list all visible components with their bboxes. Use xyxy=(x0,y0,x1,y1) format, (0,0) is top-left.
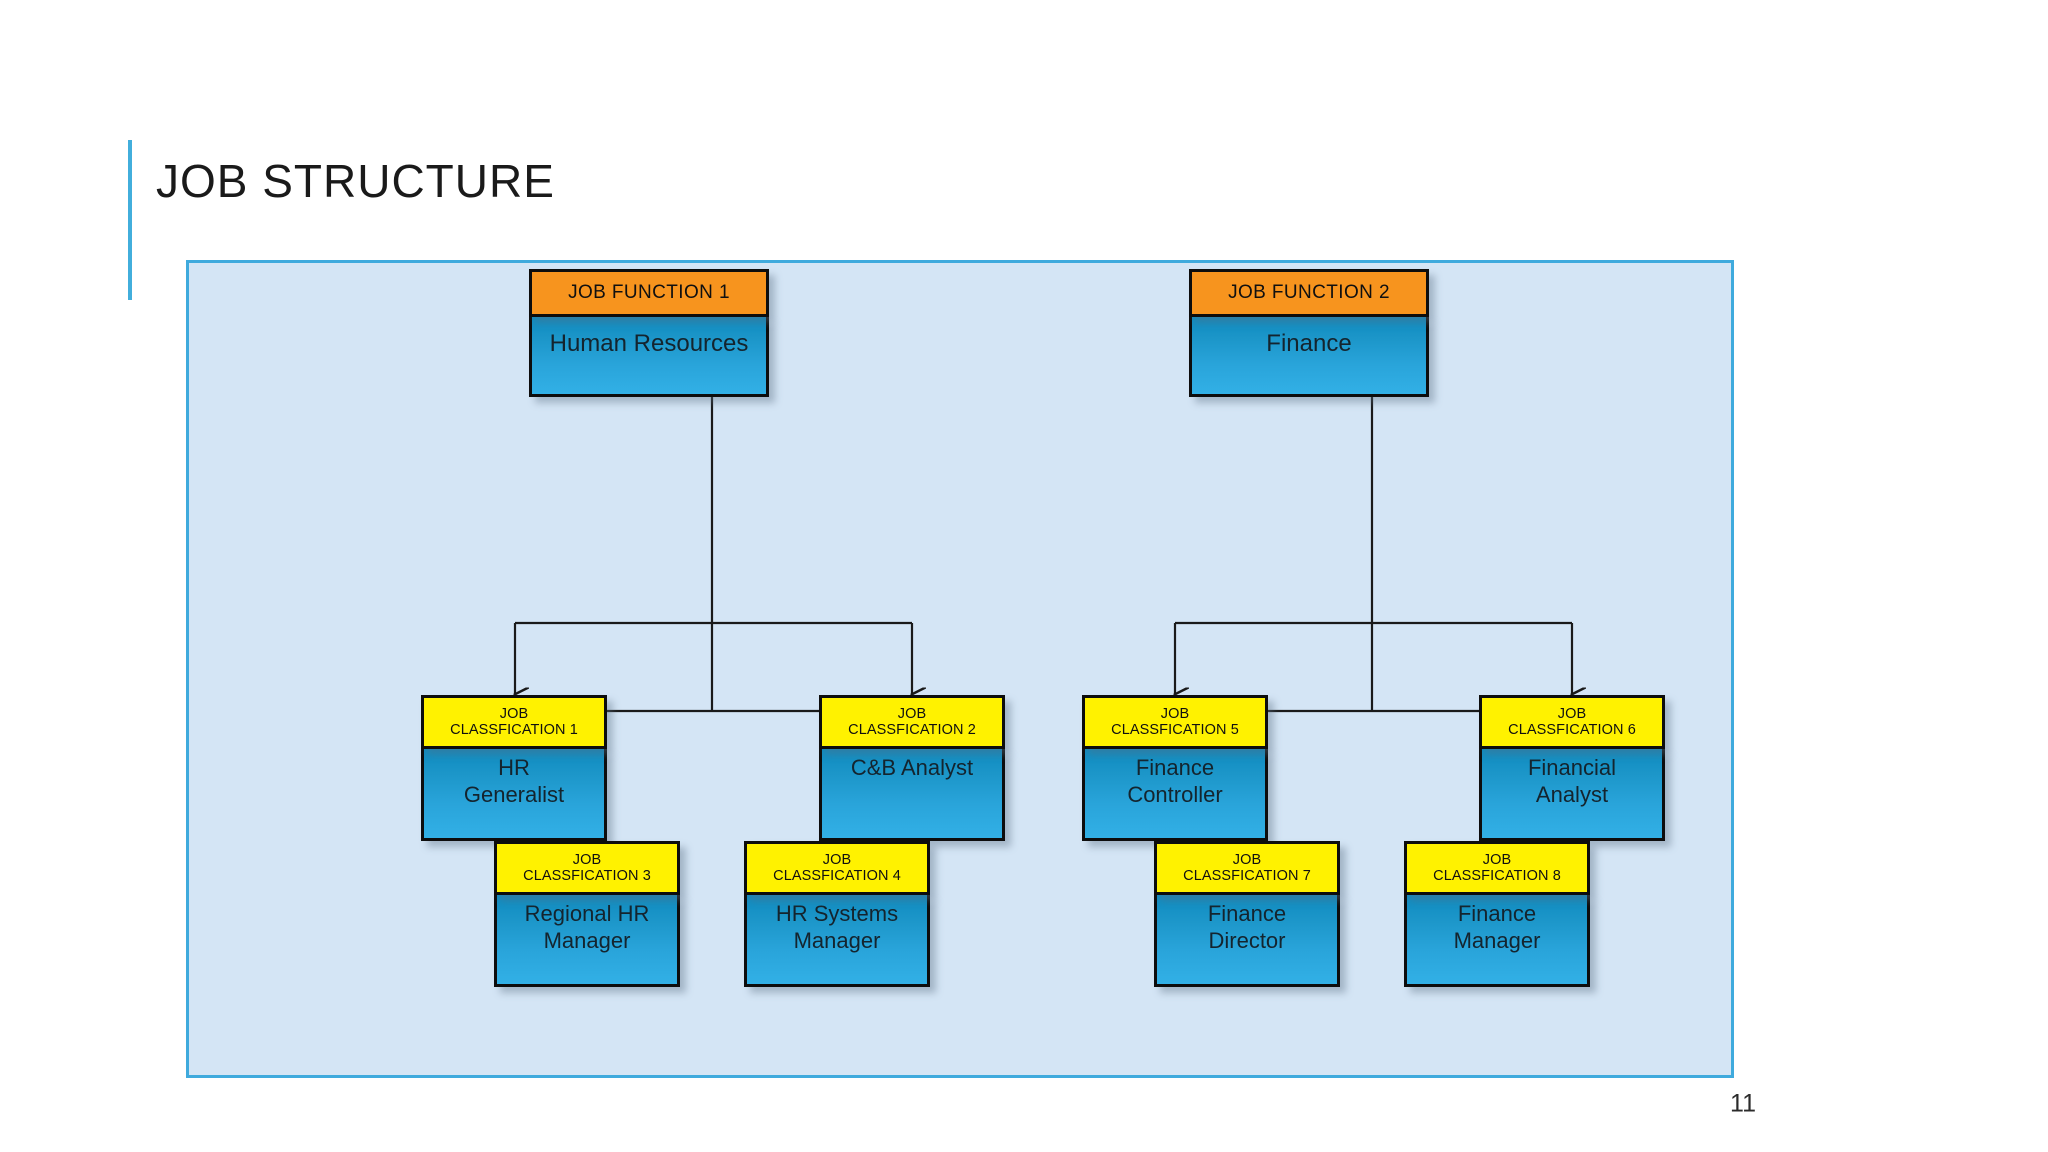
node-job-classification-4-label: HR Systems Manager xyxy=(744,895,930,987)
code-line-2: CLASSFICATION 3 xyxy=(523,868,651,884)
node-job-classification-5-code: JOB CLASSFICATION 5 xyxy=(1082,695,1268,749)
code-line-2: CLASSFICATION 8 xyxy=(1433,868,1561,884)
code-line-2: CLASSFICATION 2 xyxy=(848,722,976,738)
code-line-2: CLASSFICATION 5 xyxy=(1111,722,1239,738)
job-structure-diagram: JOB FUNCTION 1 Human Resources JOB FUNCT… xyxy=(186,260,1734,1078)
node-job-classification-8-code: JOB CLASSFICATION 8 xyxy=(1404,841,1590,895)
title-area: JOB STRUCTURE xyxy=(128,140,1028,300)
code-line-1: JOB xyxy=(572,851,602,868)
node-job-classification-7-label: Finance Director xyxy=(1154,895,1340,987)
node-job-classification-1[interactable]: JOB CLASSFICATION 1 HR Generalist xyxy=(421,695,607,841)
code-line-2: CLASSFICATION 6 xyxy=(1508,722,1636,738)
label-line-2: Manager xyxy=(543,927,631,953)
label-line-1: Regional HR xyxy=(524,901,650,926)
label-line-2: Director xyxy=(1208,927,1286,953)
label-line-1: Finance xyxy=(1457,901,1537,926)
node-job-classification-8[interactable]: JOB CLASSFICATION 8 Finance Manager xyxy=(1404,841,1590,987)
node-job-function-1-code: JOB FUNCTION 1 xyxy=(529,269,769,317)
node-job-classification-4[interactable]: JOB CLASSFICATION 4 HR Systems Manager xyxy=(744,841,930,987)
node-job-function-2-label: Finance xyxy=(1189,317,1429,397)
page-title: JOB STRUCTURE xyxy=(156,155,555,207)
node-job-classification-2[interactable]: JOB CLASSFICATION 2 C&B Analyst xyxy=(819,695,1005,841)
node-job-function-1[interactable]: JOB FUNCTION 1 Human Resources xyxy=(529,269,769,397)
code-line-1: JOB xyxy=(1160,705,1190,722)
node-job-classification-3-code: JOB CLASSFICATION 3 xyxy=(494,841,680,895)
label-line-1: Finance xyxy=(1207,901,1287,926)
code-line-1: JOB xyxy=(1557,705,1587,722)
node-job-classification-1-label: HR Generalist xyxy=(421,749,607,841)
label-line-1: Financial xyxy=(1527,755,1617,780)
page-number: 11 xyxy=(1730,1089,1756,1118)
code-line-2: CLASSFICATION 1 xyxy=(450,722,578,738)
node-job-classification-1-code: JOB CLASSFICATION 1 xyxy=(421,695,607,749)
node-job-classification-6[interactable]: JOB CLASSFICATION 6 Financial Analyst xyxy=(1479,695,1665,841)
code-line-1: JOB xyxy=(1232,851,1262,868)
label-line-2: Analyst xyxy=(1535,781,1609,807)
label-line-1: C&B Analyst xyxy=(850,755,974,780)
label-line-2: Generalist xyxy=(463,781,565,807)
node-job-classification-2-code: JOB CLASSFICATION 2 xyxy=(819,695,1005,749)
node-job-classification-8-label: Finance Manager xyxy=(1404,895,1590,987)
code-line-2: CLASSFICATION 7 xyxy=(1183,868,1311,884)
node-job-classification-4-code: JOB CLASSFICATION 4 xyxy=(744,841,930,895)
node-job-function-2-code: JOB FUNCTION 2 xyxy=(1189,269,1429,317)
node-job-classification-5-label: Finance Controller xyxy=(1082,749,1268,841)
title-accent-bar xyxy=(128,140,132,300)
node-job-function-2[interactable]: JOB FUNCTION 2 Finance xyxy=(1189,269,1429,397)
node-job-classification-6-label: Financial Analyst xyxy=(1479,749,1665,841)
node-job-classification-6-code: JOB CLASSFICATION 6 xyxy=(1479,695,1665,749)
label-line-1: HR xyxy=(498,755,530,780)
node-job-classification-7[interactable]: JOB CLASSFICATION 7 Finance Director xyxy=(1154,841,1340,987)
label-line-1: Finance xyxy=(1135,755,1215,780)
code-line-1: JOB xyxy=(822,851,852,868)
code-line-1: JOB xyxy=(499,705,529,722)
code-line-1: JOB xyxy=(1482,851,1512,868)
label-line-1: HR Systems xyxy=(775,901,899,926)
node-job-classification-3-label: Regional HR Manager xyxy=(494,895,680,987)
code-line-2: CLASSFICATION 4 xyxy=(773,868,901,884)
node-job-function-1-label: Human Resources xyxy=(529,317,769,397)
node-job-classification-3[interactable]: JOB CLASSFICATION 3 Regional HR Manager xyxy=(494,841,680,987)
node-job-classification-5[interactable]: JOB CLASSFICATION 5 Finance Controller xyxy=(1082,695,1268,841)
label-line-2: Manager xyxy=(793,927,881,953)
label-line-2: Controller xyxy=(1127,781,1223,807)
label-line-2: Manager xyxy=(1453,927,1541,953)
node-job-classification-7-code: JOB CLASSFICATION 7 xyxy=(1154,841,1340,895)
node-job-classification-2-label: C&B Analyst xyxy=(819,749,1005,841)
connector-layer xyxy=(189,389,1731,1075)
code-line-1: JOB xyxy=(897,705,927,722)
